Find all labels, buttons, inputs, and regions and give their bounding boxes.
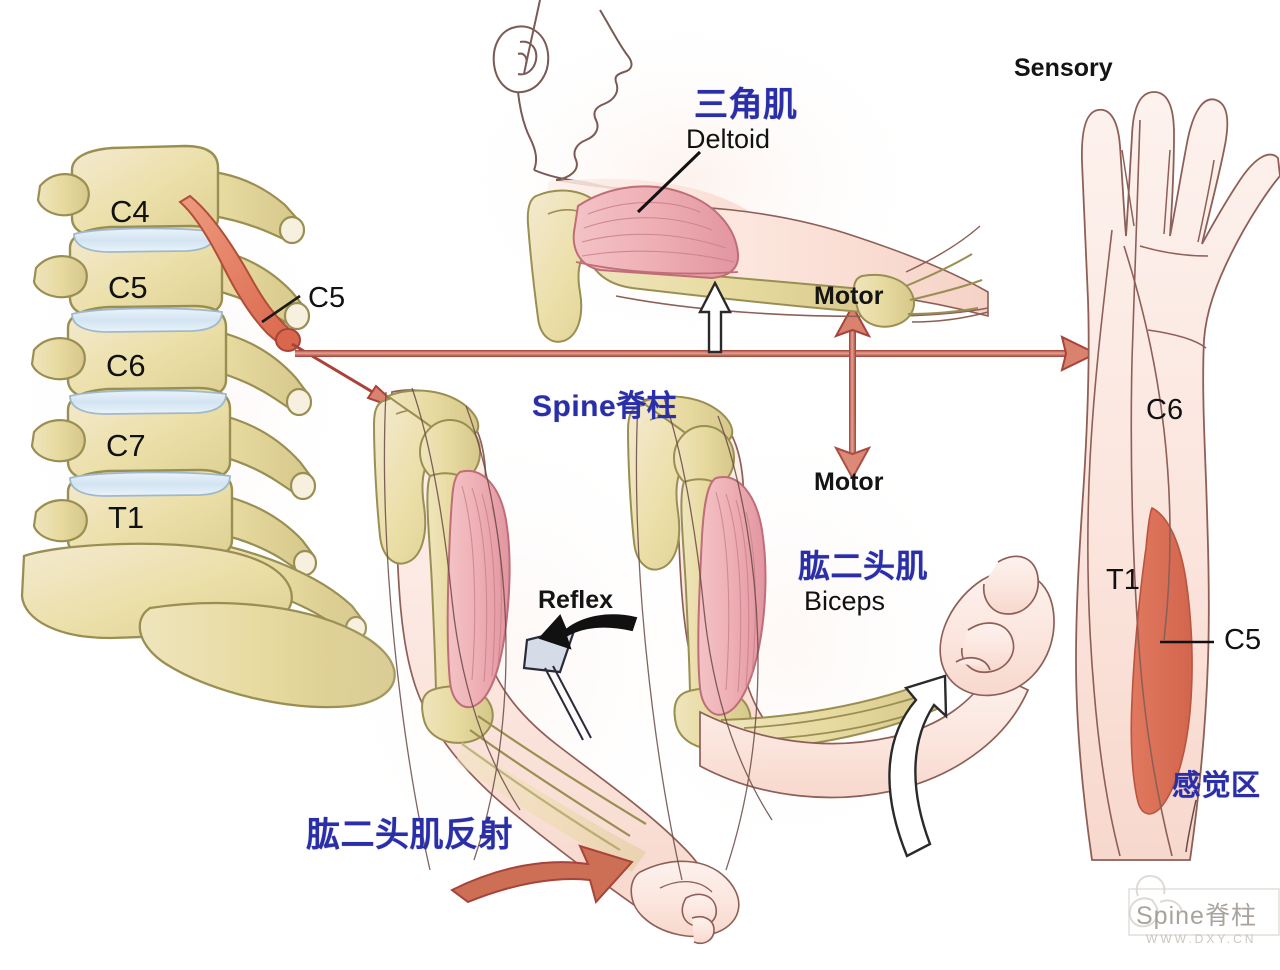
watermark-frame	[1128, 888, 1280, 936]
watermark-main: Spine脊柱	[1136, 902, 1257, 930]
vertebra-label-c6: C6	[106, 348, 146, 383]
reflex-black-arrow	[538, 614, 638, 650]
motor-label-top: Motor	[814, 282, 884, 310]
spine-label: Spine脊柱	[532, 390, 678, 423]
biceps-label-en: Biceps	[804, 586, 886, 616]
sensory-dermatome-arm	[1075, 91, 1280, 861]
vertebra-label-c5: C5	[108, 270, 148, 305]
head-shoulder-deltoid-illustration	[440, 0, 989, 355]
vertebra-label-t1: T1	[108, 500, 145, 535]
watermark-logo-icon	[1128, 874, 1183, 928]
reflex-label: Reflex	[538, 586, 614, 614]
vertebra-label-c7: C7	[106, 428, 146, 463]
deltoid-label-cn: 三角肌	[694, 86, 798, 124]
c5-callout-leader	[261, 294, 301, 324]
sensory-area-label: 感觉区	[1172, 770, 1261, 802]
cervical-spine-illustration	[0, 140, 396, 709]
biceps-reflex-label: 肱二头肌反射	[306, 816, 513, 854]
dermatome-label-c5: C5	[1224, 624, 1262, 656]
c5-dermatome-patch	[1130, 506, 1193, 815]
dermatome-label-t1: T1	[1106, 564, 1140, 596]
sensory-label: Sensory	[1014, 54, 1113, 82]
watermark-sub: WWW.DXY.CN	[1146, 932, 1257, 946]
nerve-root-callout-c5: C5	[308, 282, 346, 314]
deltoid-label-en: Deltoid	[686, 124, 771, 154]
motor-label-bottom: Motor	[814, 468, 884, 496]
dermatome-label-c6: C6	[1146, 394, 1184, 426]
white-up-arrow-deltoid	[698, 280, 732, 354]
white-curved-flexion-arrow	[888, 674, 948, 858]
biceps-label-cn: 肱二头肌	[798, 548, 929, 584]
biceps-reflex-red-arrow	[450, 844, 634, 905]
vertebra-label-c4: C4	[110, 194, 150, 229]
deltoid-leader-line	[636, 150, 702, 214]
